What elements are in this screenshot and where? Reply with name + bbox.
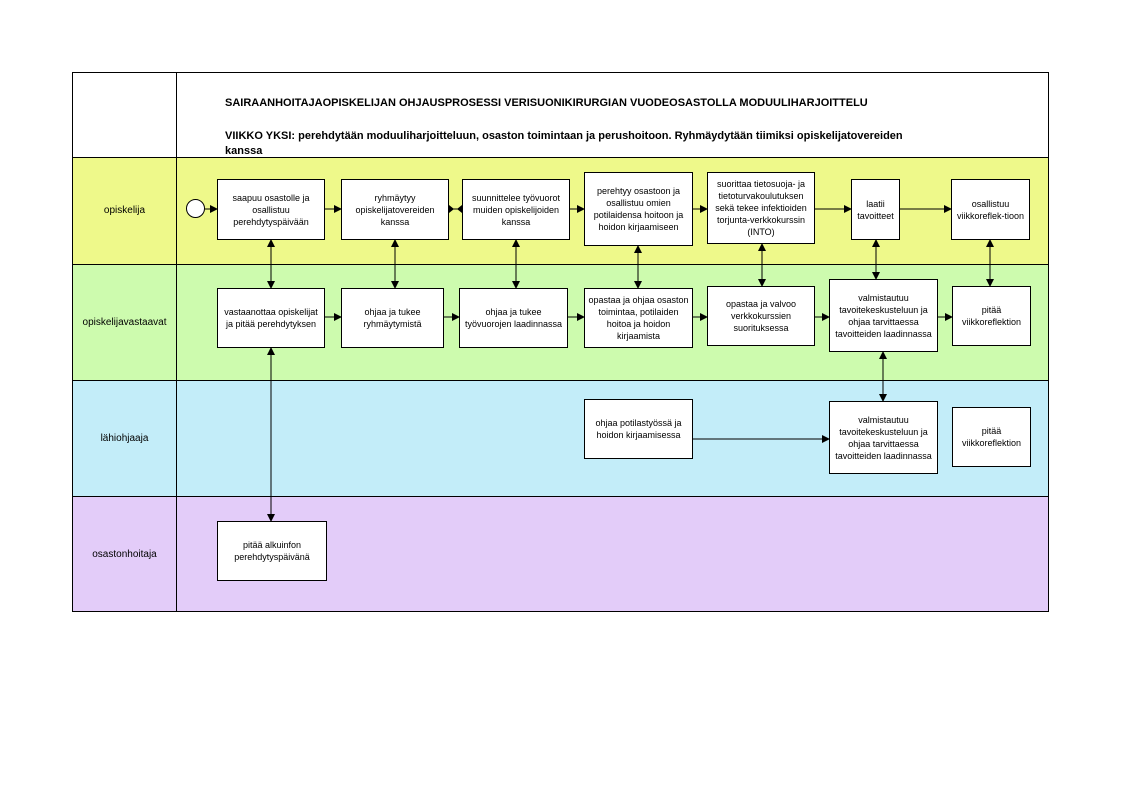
box-pitaa-viikkoreflektion: pitää viikkoreflektion <box>952 286 1031 346</box>
box-laatii-tavoitteet: laatii tavoitteet <box>851 179 900 240</box>
lane-label-cell: osastonhoitaja <box>73 497 177 611</box>
lane-label-opiskelija: opiskelija <box>103 205 146 216</box>
lane-label-cell: opiskelija <box>73 157 177 264</box>
box-saapuu-osastolle: saapuu osastolle ja osallistuu perehdyty… <box>217 179 325 240</box>
box-pitaa-alkuinfon: pitää alkuinfon perehdytyspäivänä <box>217 521 327 581</box>
box-osallistuu-viikkoreflektioon: osallistuu viikkoreflek-tioon <box>951 179 1030 240</box>
box-ohjaa-tyovuorojen-laadinnassa: ohjaa ja tukee työvuorojen laadinnassa <box>459 288 568 348</box>
start-circle <box>186 199 205 218</box>
box-opastaa-osaston-toimintaa: opastaa ja ohjaa osaston toimintaa, poti… <box>584 288 693 348</box>
box-perehtyy-osastoon: perehtyy osastoon ja osallistuu omien po… <box>584 172 693 246</box>
header-left-cell <box>73 73 177 157</box>
lane-label-cell: opiskelijavastaavat <box>73 265 177 380</box>
box-suunnittelee-tyovuorot: suunnittelee työvuorot muiden opiskelijo… <box>462 179 570 240</box>
lane-label-lahiohjaaja: lähiohjaaja <box>100 433 149 444</box>
diagram-title: SAIRAANHOITAJAOPISKELIJAN OHJAUSPROSESSI… <box>225 97 868 109</box>
lane-label-opiskelijavastaavat: opiskelijavastaavat <box>82 317 167 328</box>
header-row <box>72 72 1049 158</box>
box-valmistautuu-tavoitekeskusteluun: valmistautuu tavoitekeskusteluun ja ohja… <box>829 279 938 352</box>
box-ryhmaytyy: ryhmäytyy opiskelijatovereiden kanssa <box>341 179 449 240</box>
box-suorittaa-tietosuoja: suorittaa tietosuoja- ja tietoturvakoulu… <box>707 172 815 244</box>
box-vastaanottaa-opiskelijat: vastaanottaa opiskelijat ja pitää perehd… <box>217 288 325 348</box>
diagram-subtitle: VIIKKO YKSI: perehdytään moduuliharjoitt… <box>225 130 903 157</box>
lane-label-cell: lähiohjaaja <box>73 381 177 496</box>
box-lahiohjaaja-tavoitekeskustelu: valmistautuu tavoitekeskusteluun ja ohja… <box>829 401 938 474</box>
box-ohjaa-ryhmaytymista: ohjaa ja tukee ryhmäytymistä <box>341 288 444 348</box>
box-lahiohjaaja-viikkoreflektio: pitää viikkoreflektion <box>952 407 1031 467</box>
box-ohjaa-potilastyossa: ohjaa potilastyössä ja hoidon kirjaamise… <box>584 399 693 459</box>
lane-label-osastonhoitaja: osastonhoitaja <box>92 548 157 560</box>
box-opastaa-verkkokurssit: opastaa ja valvoo verkkokurssien suoritu… <box>707 286 815 346</box>
